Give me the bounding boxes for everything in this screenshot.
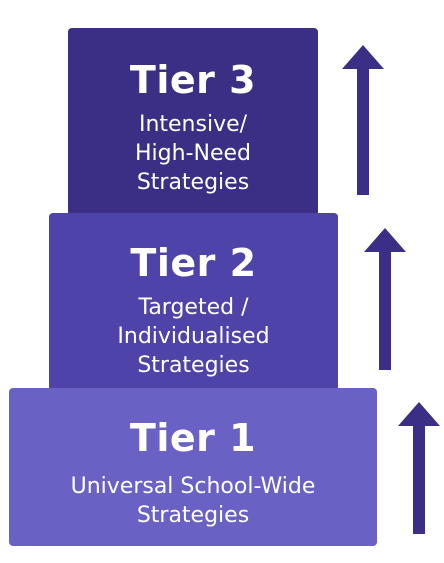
tier-3-description: Intensive/ High-Need Strategies	[135, 112, 251, 195]
arrow-up-icon	[342, 45, 384, 195]
tier-3-title: Tier 3	[129, 58, 257, 102]
tier-2-title: Tier 2	[130, 241, 257, 285]
tier-1-title: Tier 1	[129, 416, 257, 460]
tier-1-block: Tier 1 Universal School-Wide Strategies	[9, 388, 377, 546]
tier-2-block: Tier 2 Targeted / Individualised Strateg…	[49, 213, 338, 391]
tier-2-description: Targeted / Individualised Strategies	[117, 295, 270, 378]
arrow-up-icon	[398, 402, 440, 534]
tier-3-block: Tier 3 Intensive/ High-Need Strategies	[68, 28, 318, 216]
tier-1-description: Universal School-Wide Strategies	[70, 474, 316, 528]
arrow-up-icon	[364, 228, 406, 370]
